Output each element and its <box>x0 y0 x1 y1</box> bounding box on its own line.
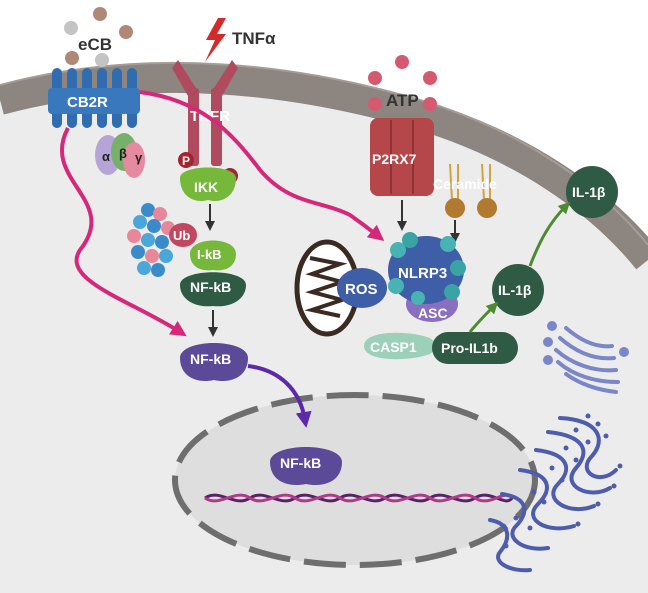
pro-il1b <box>432 332 518 364</box>
nfkb-complex <box>180 272 246 307</box>
pro-il1b-label: Pro-IL1b <box>441 340 498 356</box>
er-ribosomes <box>503 413 623 549</box>
il1b-outer-label: IL-1β <box>572 184 606 200</box>
lightning-icon <box>205 18 226 62</box>
ub-tag <box>169 223 197 247</box>
casp1-label: CASP1 <box>370 339 417 355</box>
atp-ligands <box>368 55 437 111</box>
tnfa-label: TNFα <box>232 29 276 48</box>
beta-label: β <box>119 146 127 161</box>
ecb-ligands <box>64 7 133 67</box>
dna-icon <box>204 493 514 503</box>
g-protein <box>95 133 145 178</box>
cb2r-receptor <box>48 68 140 128</box>
ikk-complex <box>180 167 236 202</box>
ceramide-molecules <box>445 163 497 218</box>
nlrp3-inflammasome <box>388 232 466 322</box>
ros <box>337 268 387 308</box>
arrow-cb2r-to-nfkb <box>60 127 187 337</box>
p2rx7-channel <box>370 118 434 196</box>
ros-label: ROS <box>345 281 378 298</box>
golgi-icon <box>543 321 629 394</box>
arrow-cb2r-to-nlrp3 <box>139 90 385 241</box>
ecb-label: eCB <box>78 35 112 54</box>
casp1 <box>364 332 440 360</box>
alpha-label: α <box>102 149 110 164</box>
il1b-intracellular <box>492 264 544 316</box>
il1b-inner-label: IL-1β <box>498 282 532 298</box>
ikk-label: IKK <box>194 179 218 195</box>
ceramide-label: Ceramide <box>433 176 497 192</box>
gamma-label: γ <box>135 150 143 165</box>
arrow-proil1b-to-il1b <box>468 301 499 333</box>
svg-text:P: P <box>182 154 190 168</box>
ub-label: Ub <box>173 228 190 243</box>
ubiquitin-chain-icon <box>127 203 175 277</box>
nfkb-nucleus <box>270 447 342 486</box>
atp-label: ATP <box>386 91 419 110</box>
nucleus <box>172 392 538 568</box>
nfkb-complex-label: NF-kB <box>190 279 231 295</box>
cb2r-label: CB2R <box>67 94 108 111</box>
nfkb-free-label: NF-kB <box>190 351 231 367</box>
p2rx7-label: P2RX7 <box>372 151 417 167</box>
asc-label: ASC <box>418 305 448 321</box>
phospho-left <box>178 152 194 168</box>
nfkb-free <box>180 343 248 382</box>
ikb <box>190 240 236 271</box>
il1b-secreted <box>566 166 618 218</box>
nfkb-nucleus-label: NF-kB <box>280 455 321 471</box>
nlrp3-label: NLRP3 <box>398 265 447 282</box>
endoplasmic-reticulum-icon <box>488 416 618 573</box>
arrow-nfkb-to-nucleus <box>247 364 312 428</box>
ikb-label: I-kB <box>197 247 222 262</box>
arrow-il1b-secretion <box>528 201 571 267</box>
